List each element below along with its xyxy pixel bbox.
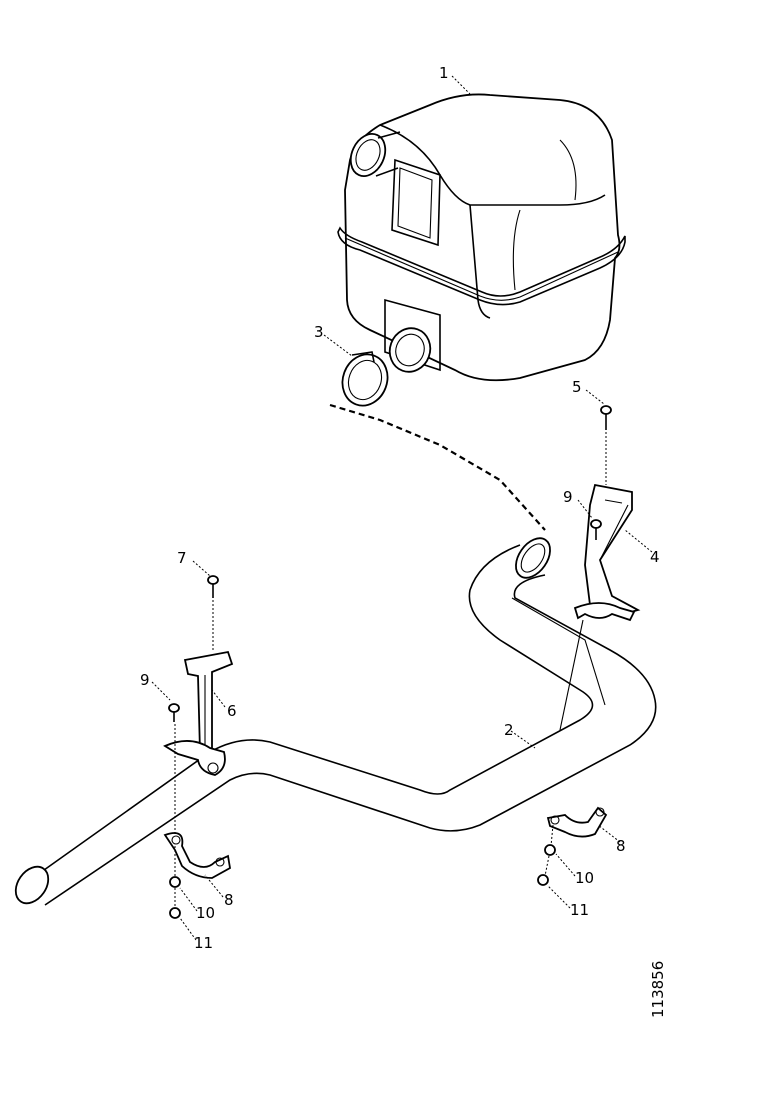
bolt-5-part	[600, 405, 612, 430]
callout-7: 7	[177, 549, 187, 567]
leader-lines	[151, 75, 653, 941]
clamp-ring-part	[341, 351, 389, 407]
washer-10-left-part	[169, 876, 181, 888]
callout-9-right: 9	[563, 488, 573, 506]
callout-11-left: 11	[194, 934, 213, 952]
drawing-number: 113856	[649, 961, 667, 1018]
callout-2: 2	[504, 721, 514, 739]
bracket-left-part	[163, 650, 234, 776]
callout-4: 4	[650, 548, 660, 566]
bolt-9-left-part	[168, 703, 180, 722]
nut-11-right-part	[537, 874, 549, 886]
callout-8-left: 8	[224, 891, 234, 909]
silencer-box-part	[337, 93, 626, 382]
callout-8-right: 8	[616, 837, 626, 855]
bolt-9-right-part	[590, 519, 602, 540]
callout-6: 6	[227, 702, 237, 720]
callout-11-right: 11	[570, 901, 589, 919]
callout-5: 5	[572, 378, 582, 396]
lower-clamp-left-part	[163, 832, 231, 879]
nut-11-left-part	[169, 907, 181, 919]
callout-3: 3	[314, 323, 324, 341]
callout-10-right: 10	[575, 869, 594, 887]
bracket-right-part	[559, 483, 641, 731]
right-fastener-axis	[544, 824, 554, 877]
callout-9-left: 9	[140, 671, 150, 689]
washer-10-right-part	[544, 844, 556, 856]
assembly-path-line	[329, 403, 546, 531]
callout-1: 1	[439, 64, 449, 82]
callout-10-left: 10	[196, 904, 215, 922]
bolt-7-part	[207, 575, 219, 598]
exhaust-pipe-part	[14, 537, 657, 906]
lower-clamp-right-part	[546, 806, 608, 838]
